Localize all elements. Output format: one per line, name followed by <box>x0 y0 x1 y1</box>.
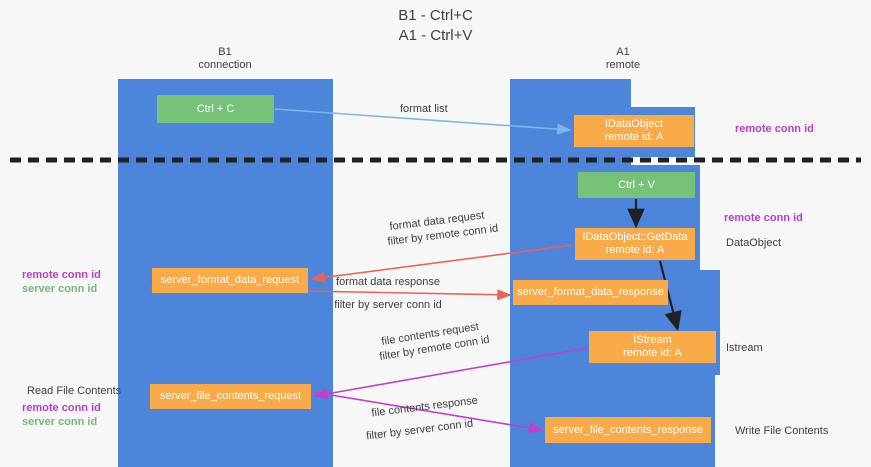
node-idataobject-getdata[interactable]: IDataObject::GetData remote id: A <box>575 228 695 260</box>
node-istream[interactable]: IStream remote id: A <box>589 331 716 363</box>
title-line-2: A1 - Ctrl+V <box>398 27 473 44</box>
node-idataobject-sublabel: remote id: A <box>604 131 664 143</box>
annotation-left-remote-conn-id-2: remote conn id <box>22 402 101 414</box>
node-ctrl-c[interactable]: Ctrl + C <box>157 95 274 123</box>
node-getdata-label: IDataObject::GetData <box>582 231 688 243</box>
edge-label-format-data-response: format data response <box>336 276 440 288</box>
node-server-file-contents-request[interactable]: server_file_contents_request <box>150 384 311 409</box>
node-istream-label: IStream <box>633 334 672 346</box>
edge-label-format-data-response-filter: filter by server conn id <box>334 299 442 311</box>
lane-a1-name: A1 <box>616 46 630 58</box>
node-ctrl-c-label: Ctrl + C <box>196 102 235 115</box>
edge-getdata-to-istream <box>658 260 682 332</box>
annotation-remote-conn-id-top: remote conn id <box>735 123 814 135</box>
edge-file-contents-response <box>312 391 544 434</box>
annotation-istream: Istream <box>726 342 763 354</box>
lane-caption-b1: B1 connection <box>125 46 325 72</box>
node-istream-sublabel: remote id: A <box>623 347 682 359</box>
annotation-write-file-contents: Write File Contents <box>735 425 829 437</box>
node-server-format-data-response-label: server_format_data_response <box>517 286 664 298</box>
annotation-left-remote-conn-id-1: remote conn id <box>22 269 101 281</box>
annotation-left-server-conn-id-2: server conn id <box>22 416 98 428</box>
node-idataobject-label: IDataObject <box>604 118 664 130</box>
annotation-left-conn-ids-top: remote conn id server conn id <box>22 268 101 296</box>
annotation-remote-conn-id-mid: remote conn id <box>724 212 803 224</box>
edge-label-file-contents-response: file contents response <box>371 395 479 420</box>
node-server-file-contents-request-label: server_file_contents_request <box>159 390 302 402</box>
node-server-format-data-request-label: server_format_data_request <box>160 274 300 286</box>
lane-caption-a1: A1 remote <box>523 46 723 72</box>
annotation-read-file-contents: Read File Contents <box>27 385 122 397</box>
node-ctrl-v-label: Ctrl + V <box>618 178 655 191</box>
edge-label-file-contents-response-filter: filter by server conn id <box>365 418 473 443</box>
lane-b1-name: B1 <box>218 46 232 58</box>
node-getdata-sublabel: remote id: A <box>605 244 665 256</box>
edge-format-data-request <box>310 244 574 283</box>
node-server-file-contents-response[interactable]: server_file_contents_response <box>545 417 711 443</box>
node-server-file-contents-response-label: server_file_contents_response <box>553 423 703 436</box>
annotation-left-conn-ids-bottom: remote conn id server conn id <box>22 401 101 429</box>
title-line-1: B1 - Ctrl+C <box>398 7 473 24</box>
node-server-format-data-request[interactable]: server_format_data_request <box>152 268 308 293</box>
diagram-title: B1 - Ctrl+C A1 - Ctrl+V <box>0 6 871 46</box>
lane-a1-role: remote <box>605 59 641 71</box>
lane-b1-role: connection <box>198 59 252 71</box>
edge-label-format-list: format list <box>400 103 448 115</box>
annotation-dataobject: DataObject <box>726 237 782 249</box>
edge-format-list <box>274 108 572 135</box>
edge-file-contents-request <box>313 347 589 400</box>
annotation-left-server-conn-id-1: server conn id <box>22 283 98 295</box>
node-idataobject[interactable]: IDataObject remote id: A <box>574 115 694 147</box>
node-ctrl-v[interactable]: Ctrl + V <box>578 172 695 198</box>
node-server-format-data-response[interactable]: server_format_data_response <box>513 280 668 305</box>
